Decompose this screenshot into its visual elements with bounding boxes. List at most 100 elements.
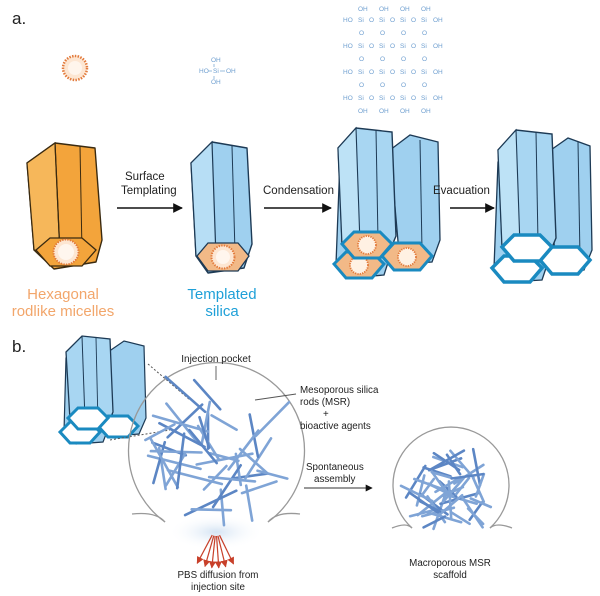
msr-rod — [438, 480, 458, 498]
msr-rod — [188, 428, 218, 465]
svg-text:O: O — [411, 43, 416, 50]
svg-text:O: O — [390, 69, 395, 76]
svg-text:OH: OH — [226, 68, 236, 75]
msr-rod — [256, 469, 289, 480]
msr-rod — [208, 451, 240, 463]
svg-text:O: O — [380, 82, 385, 89]
micelle-caption-line2: rodlike micelles — [12, 303, 115, 320]
msr-leader — [254, 393, 297, 401]
svg-text:OH: OH — [433, 95, 443, 102]
msr-rod — [198, 415, 211, 450]
msr-rod — [430, 470, 446, 491]
msr-rod — [445, 453, 462, 476]
svg-text:Si: Si — [379, 17, 385, 24]
svg-text:O: O — [369, 43, 374, 50]
silica-caption-line2: silica — [205, 303, 239, 320]
msr-rod — [227, 429, 260, 471]
msr-label-plus: + — [323, 409, 329, 420]
svg-text:HO: HO — [343, 95, 353, 102]
msr-rod — [149, 437, 180, 489]
svg-text:OH: OH — [400, 6, 410, 13]
svg-text:O: O — [401, 56, 406, 63]
msr-rod — [238, 447, 270, 476]
svg-text:O: O — [390, 95, 395, 102]
msr-rod — [420, 477, 436, 498]
msr-rod — [460, 495, 484, 529]
msr-rod — [231, 472, 268, 480]
svg-text:OH: OH — [433, 69, 443, 76]
hexagonal-micelle-rod-icon — [26, 141, 103, 270]
msr-rod — [469, 497, 493, 509]
msr-rod — [447, 480, 453, 520]
msr-rod — [192, 378, 222, 411]
svg-text:HO: HO — [343, 69, 353, 76]
msr-rods-in-pocket — [144, 375, 291, 527]
panel-b-label: b. — [12, 337, 26, 356]
msr-rod — [399, 484, 434, 503]
svg-text:OH: OH — [421, 6, 431, 13]
msr-rod — [471, 447, 482, 487]
svg-text:OH: OH — [379, 6, 389, 13]
svg-text:O: O — [390, 17, 395, 24]
evacuated-silica-cluster-icon — [489, 128, 593, 284]
svg-text:OH: OH — [400, 108, 410, 115]
svg-text:Si: Si — [358, 95, 364, 102]
msr-rod — [418, 499, 442, 513]
svg-text:O: O — [369, 95, 374, 102]
svg-text:OH: OH — [433, 43, 443, 50]
pbs-label-line2: injection site — [191, 582, 245, 593]
templated-silica-rod-icon — [190, 140, 253, 274]
svg-text:O: O — [422, 82, 427, 89]
diffusion-arrow — [217, 535, 228, 568]
diffusion-arrow — [218, 534, 235, 565]
svg-text:O: O — [359, 56, 364, 63]
svg-text:O: O — [380, 30, 385, 37]
msr-rod — [195, 452, 254, 466]
scaffold-bubble — [391, 426, 513, 529]
msr-rod — [240, 480, 278, 495]
msr-rod — [468, 500, 484, 522]
svg-text:Si: Si — [421, 43, 427, 50]
pbs-label-line1: PBS diffusion from — [178, 570, 259, 581]
svg-text:Si: Si — [400, 69, 406, 76]
msr-rod — [449, 510, 471, 526]
svg-text:O: O — [359, 82, 364, 89]
svg-text:O: O — [411, 95, 416, 102]
micelle-cross-section-icon — [61, 54, 89, 82]
svg-text:O: O — [390, 43, 395, 50]
msr-rod — [474, 472, 486, 498]
msr-rod — [434, 477, 460, 494]
pbs-diffusion-arrows — [196, 534, 235, 569]
msr-rod — [244, 437, 273, 480]
msr-rod — [144, 423, 176, 442]
diffusion-arrow — [196, 534, 213, 564]
msr-cluster-icon — [57, 335, 147, 445]
msr-rod — [422, 515, 447, 529]
svg-text:Si: Si — [400, 17, 406, 24]
msr-rod — [430, 470, 454, 480]
msr-rod — [175, 432, 186, 490]
msr-rod — [151, 414, 210, 433]
micelle-caption-line1: Hexagonal — [27, 286, 99, 303]
msr-rod — [427, 449, 466, 472]
svg-text:Si: Si — [421, 69, 427, 76]
msr-label-line1: Mesoporous silica — [300, 385, 379, 396]
svg-text:Si: Si — [358, 17, 364, 24]
step-evacuation-label: Evacuation — [433, 185, 490, 197]
diffusion-arrow — [214, 535, 222, 569]
svg-text:Si: Si — [400, 43, 406, 50]
svg-text:OH: OH — [211, 57, 221, 64]
msr-rod — [164, 375, 207, 414]
svg-text:O: O — [380, 56, 385, 63]
svg-text:O: O — [411, 69, 416, 76]
msr-rod — [450, 472, 485, 480]
scaffold-label-line1: Macroporous MSR — [409, 558, 491, 569]
step-condensation-label: Condensation — [263, 185, 334, 197]
msr-rod — [190, 507, 233, 512]
msr-rod — [146, 454, 202, 471]
svg-text:Si: Si — [379, 43, 385, 50]
msr-label-line4: bioactive agents — [300, 421, 371, 432]
diffusion-arrow — [203, 535, 215, 568]
svg-text:OH: OH — [211, 79, 221, 86]
